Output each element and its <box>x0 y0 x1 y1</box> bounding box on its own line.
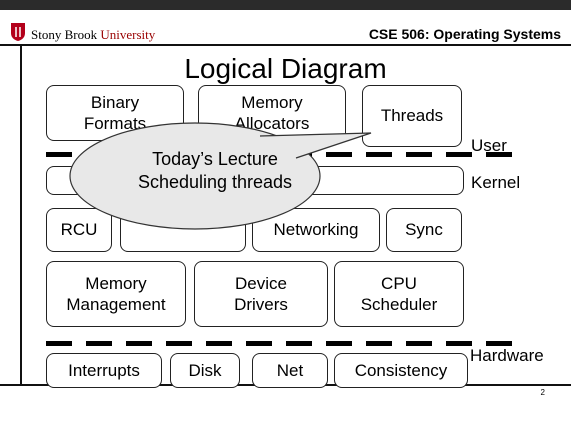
page-number: 2 <box>540 388 545 397</box>
header-rule <box>0 44 571 46</box>
university-name-part1: Stony Brook <box>31 27 98 42</box>
hardware-layer-label: Hardware <box>470 346 544 365</box>
left-rule <box>20 44 22 384</box>
consistency-box: Consistency <box>334 353 468 388</box>
slide-header: Stony Brook University CSE 506: Operatin… <box>0 10 571 44</box>
net-box: Net <box>252 353 328 388</box>
university-name-part2: University <box>100 27 156 42</box>
interrupts-box: Interrupts <box>46 353 162 388</box>
cpu-scheduler-box: CPU Scheduler <box>334 261 464 327</box>
top-bar <box>0 0 571 10</box>
callout-text: Today’s Lecture Scheduling threads <box>137 149 293 193</box>
networking-box: Networking <box>252 208 380 252</box>
kernel-hardware-boundary <box>46 341 516 346</box>
university-logo-icon <box>11 23 25 41</box>
disk-box: Disk <box>170 353 240 388</box>
university-name: Stony Brook University <box>31 27 155 43</box>
course-title: CSE 506: Operating Systems <box>368 26 561 42</box>
slide-title: Logical Diagram <box>184 53 387 84</box>
device-drivers-box: Device Drivers <box>194 261 328 327</box>
binary-formats-box: Binary Formats <box>46 85 184 141</box>
memory-management-box: Memory Management <box>46 261 186 327</box>
user-layer-label: User <box>471 136 507 155</box>
sync-box: Sync <box>386 208 462 252</box>
threads-box: Threads <box>362 85 462 147</box>
kernel-layer-label: Kernel <box>471 173 521 192</box>
rcu-box: RCU <box>46 208 112 252</box>
